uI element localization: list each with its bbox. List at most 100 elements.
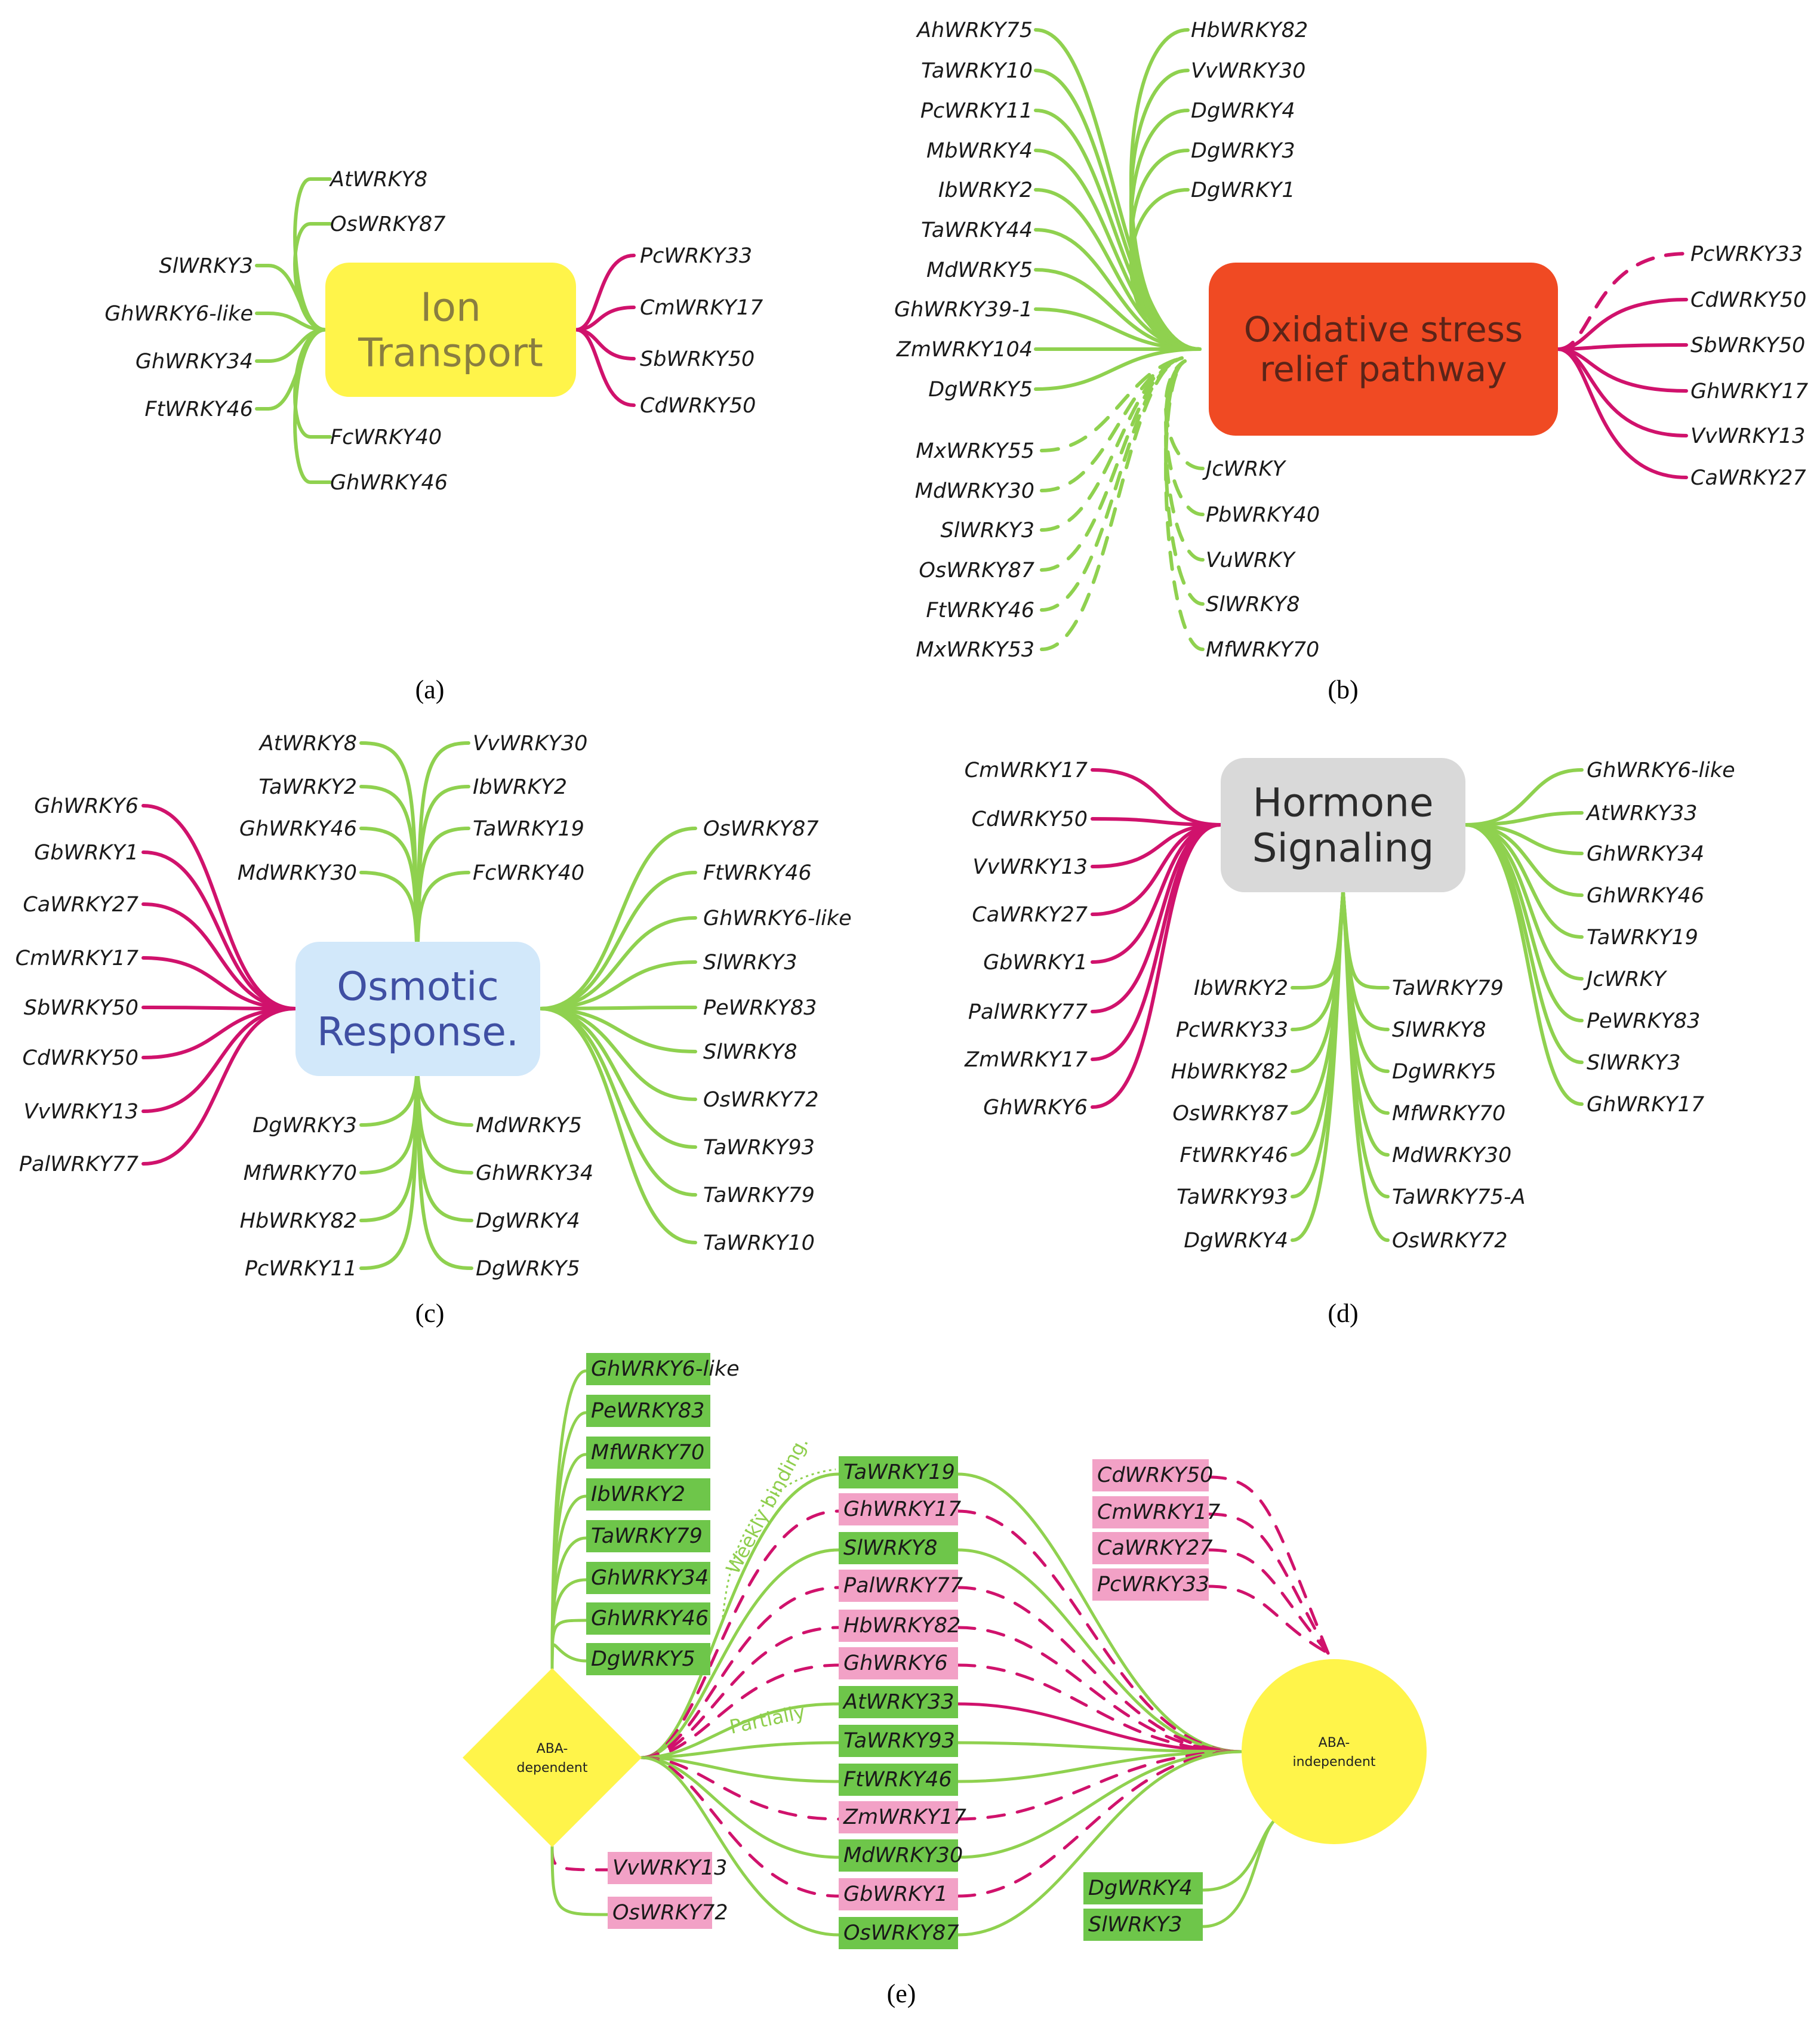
connector-branch xyxy=(1556,347,1688,393)
gene-box-green xyxy=(586,1437,710,1469)
hub-title-line: dependent xyxy=(516,1761,587,1776)
gene-label-mdwrky5: MdWRKY5 xyxy=(476,1114,582,1138)
gene-label-sbwrky50: SbWRKY50 xyxy=(1690,334,1805,357)
gene-box-green xyxy=(839,1456,958,1488)
gene-label-ghwrky34: GhWRKY34 xyxy=(591,1566,709,1590)
gene-box-green xyxy=(839,1725,958,1757)
gene-label-cmwrky17: CmWRKY17 xyxy=(640,296,763,320)
gene-box-green xyxy=(839,1764,958,1796)
connector-branch xyxy=(640,1663,840,1759)
gene-label-cawrky27: CaWRKY27 xyxy=(1097,1536,1213,1560)
connector-branch xyxy=(1207,1475,1330,1655)
gene-box-green xyxy=(586,1520,710,1552)
gene-label-tawrky93: TaWRKY93 xyxy=(843,1729,955,1753)
gene-box-pink xyxy=(1092,1459,1209,1491)
gene-box-green xyxy=(586,1395,710,1427)
connector-branch xyxy=(1201,1818,1276,1928)
connector-branch xyxy=(1556,252,1688,351)
gene-label-mfwrky70: MfWRKY70 xyxy=(591,1441,704,1465)
gene-label-mdwrky5: MdWRKY5 xyxy=(926,258,1033,282)
gene-label-oswrky87: OsWRKY87 xyxy=(919,559,1034,582)
gene-label-pbwrky40: PbWRKY40 xyxy=(1206,503,1320,527)
connector-branch xyxy=(956,1626,1243,1753)
connector-branch xyxy=(1556,347,1688,479)
gene-label-zmwrky104: ZmWRKY104 xyxy=(896,338,1033,362)
gene-label-fcwrky40: FcWRKY40 xyxy=(473,861,584,885)
connector-branch xyxy=(1034,347,1202,391)
gene-box-green xyxy=(586,1602,710,1635)
connector-branch xyxy=(550,1845,609,1872)
gene-label-jcwrky: JcWRKY xyxy=(1202,457,1286,481)
gene-label-sbwrky50: SbWRKY50 xyxy=(24,996,138,1020)
gene-label-mdwrky30: MdWRKY30 xyxy=(915,479,1034,503)
connector-branch xyxy=(1464,823,1584,1106)
connector-branch xyxy=(640,1756,840,1898)
connector-branch xyxy=(1207,1585,1330,1655)
gene-box-green xyxy=(839,1532,958,1564)
aba-dependent-node xyxy=(463,1668,642,1847)
gene-box-pink xyxy=(839,1610,958,1642)
connector-branch xyxy=(359,1074,418,1270)
hub-title-line: Hormone xyxy=(1252,780,1433,826)
gene-label-tawrky93: TaWRKY93 xyxy=(703,1136,815,1160)
gene-label-dgwrky5: DgWRKY5 xyxy=(1392,1060,1496,1084)
gene-label-ghwrky6-like: GhWRKY6-like xyxy=(703,907,852,930)
gene-label-gbwrky1: GbWRKY1 xyxy=(983,951,1088,975)
gene-label-oswrky87: OsWRKY87 xyxy=(330,212,446,236)
gene-label-cmwrky17: CmWRKY17 xyxy=(16,947,138,970)
connector-branch xyxy=(538,1007,697,1053)
gene-label-oswrky72: OsWRKY72 xyxy=(612,1901,728,1925)
connector-branch xyxy=(1091,823,1222,1109)
connector-branch xyxy=(956,1548,1243,1753)
gene-label-tawrky93: TaWRKY93 xyxy=(1177,1185,1288,1209)
gene-label-tawrky79: TaWRKY79 xyxy=(1392,976,1504,1000)
hub-title-line: Signaling xyxy=(1252,825,1434,871)
gene-label-ghwrky46: GhWRKY46 xyxy=(1587,884,1704,908)
gene-label-tawrky2: TaWRKY2 xyxy=(258,775,357,799)
partially-note: Partially xyxy=(728,1700,807,1739)
gene-label-pewrky83: PeWRKY83 xyxy=(591,1399,704,1423)
gene-label-hbwrky82: HbWRKY82 xyxy=(1171,1060,1288,1084)
connector-branch xyxy=(538,1006,697,1010)
gene-box-pink xyxy=(1092,1568,1209,1601)
connector-branch xyxy=(1091,823,1222,868)
connector-branch xyxy=(359,871,418,944)
gene-label-slwrky8: SlWRKY8 xyxy=(1206,593,1299,617)
connector-branch xyxy=(1091,823,1222,964)
gene-label-slwrky3: SlWRKY3 xyxy=(1088,1913,1182,1937)
connector-branch xyxy=(141,1007,297,1113)
panel-label: (b) xyxy=(1328,675,1358,704)
gene-label-cawrky27: CaWRKY27 xyxy=(23,893,138,917)
gene-label-ghwrky34: GhWRKY34 xyxy=(1587,842,1704,866)
gene-label-pcwrky11: PcWRKY11 xyxy=(245,1257,357,1281)
gene-label-zmwrky17: ZmWRKY17 xyxy=(964,1048,1088,1072)
gene-box-pink xyxy=(839,1878,958,1910)
gene-label-zmwrky17: ZmWRKY17 xyxy=(843,1805,966,1829)
connector-branch xyxy=(956,1472,1243,1753)
gene-label-slwrky8: SlWRKY8 xyxy=(843,1536,937,1560)
connector-branch xyxy=(1129,149,1202,351)
connector-branch xyxy=(359,1074,418,1127)
connector-branch xyxy=(538,871,697,1010)
gene-label-atwrky33: AtWRKY33 xyxy=(842,1690,954,1714)
gene-label-gbwrky1: GbWRKY1 xyxy=(34,841,138,865)
connector-branch xyxy=(640,1756,840,1783)
gene-box-green xyxy=(586,1478,710,1511)
gene-label-mdwrky30: MdWRKY30 xyxy=(1392,1143,1511,1167)
hub-title-line: Transport xyxy=(358,330,543,376)
gene-label-cmwrky17: CmWRKY17 xyxy=(965,759,1088,782)
gene-box-green xyxy=(586,1562,710,1594)
connector-branch xyxy=(141,1007,297,1166)
gene-label-ftwrky46: FtWRKY46 xyxy=(1180,1143,1288,1167)
gene-label-ghwrky17: GhWRKY17 xyxy=(1587,1093,1704,1117)
gene-label-ghwrky17: GhWRKY17 xyxy=(1690,380,1808,403)
connector-branch xyxy=(293,328,332,484)
gene-box-pink xyxy=(839,1647,958,1679)
gene-label-pcwrky33: PcWRKY33 xyxy=(1690,242,1803,266)
gene-label-slwrky8: SlWRKY8 xyxy=(1392,1018,1486,1042)
gene-label-pewrky83: PeWRKY83 xyxy=(703,996,817,1020)
gene-label-ghwrky46: GhWRKY46 xyxy=(330,471,448,495)
gene-label-dgwrky5: DgWRKY5 xyxy=(591,1647,695,1671)
gene-label-ghwrky6-like: GhWRKY6-like xyxy=(104,302,253,326)
connector-branch xyxy=(1207,1548,1330,1655)
